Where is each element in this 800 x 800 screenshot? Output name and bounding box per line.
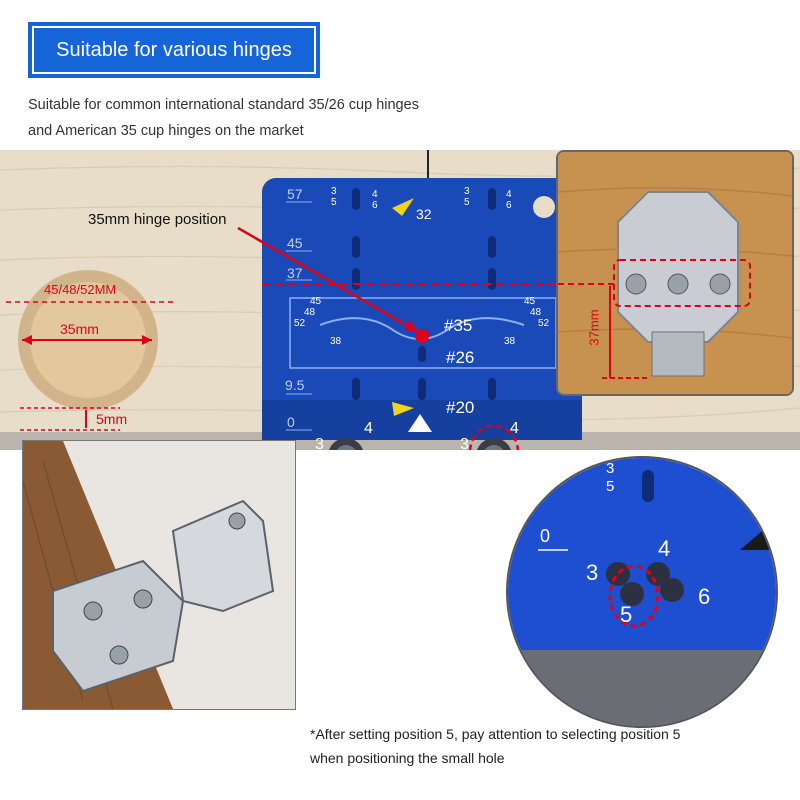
cup-screw-3 [109,645,129,665]
zoom-row-label: 0 [540,526,551,546]
side-mark-52-right: 52 [538,318,550,329]
position-digit-3-left: 3 [315,436,324,453]
hinge-template-plate [262,178,582,440]
fraction-top-left: 3 [331,186,337,197]
intro-line-2: and American 35 cup hinges on the market [28,123,304,139]
zoom-digit-6: 6 [698,584,711,609]
white-triangle-marker [408,414,432,432]
zoom-fraction-top: 3 [606,460,615,477]
hinge-screw-center [667,273,689,295]
template-rule-lines [286,201,312,431]
fraction-alt-bottom-right: 6 [506,200,512,211]
zoom-position-holes [606,562,684,606]
fraction-bottom-right: 5 [464,197,470,208]
row-label-45: 45 [287,235,303,251]
side-mark-48-left: 48 [304,307,316,318]
hinge-position-label: 35mm hinge position [88,211,227,228]
side-mark-38-left: 38 [330,336,342,347]
top-yellow-arrow [392,198,414,216]
zoom-fraction-bottom: 5 [606,478,615,495]
side-mark-52-left: 52 [294,318,306,329]
zoom-digit-4: 4 [658,536,671,561]
side-mark-38-right: 38 [504,336,516,347]
intro-line-1: Suitable for common international standa… [28,97,419,113]
hinge-mount-plate [171,499,275,613]
fraction-alt-bottom-left: 6 [372,200,378,211]
row-label-0: 0 [287,414,295,430]
left-locating-knob [329,438,363,450]
footnote-line-2: when positioning the small hole [310,750,505,766]
banner-title: Suitable for various hinges [56,38,292,61]
hinge-position-pointer [237,226,419,334]
cup-width-left-arrow [22,335,32,345]
footnote: *After setting position 5, pay attention… [310,722,790,770]
hinge-position-arrowhead [404,320,418,332]
center-slot [418,346,426,362]
right-locating-knob [477,438,511,450]
screw-row-highlight [613,259,751,307]
position-digit-4-right: 4 [510,420,519,437]
row-label-9-5: 9.5 [285,377,305,393]
side-mark-45-right: 45 [524,296,536,307]
hinge-center-dot [415,329,429,343]
position-digit-6-left: 6 [393,454,402,471]
cup-label-20: #20 [446,398,475,417]
fraction-alt-top-right: 4 [506,189,512,200]
position-digit-6-right: 6 [540,454,549,471]
installed-hinge-photo [22,440,296,710]
fraction-alt-top-left: 4 [372,189,378,200]
side-mark-45-left: 45 [310,296,322,307]
side-mark-48-right: 48 [530,307,542,318]
fraction-bottom-left: 5 [331,197,337,208]
footnote-line-1: *After setting position 5, pay attention… [310,726,681,742]
cup-label-26: #26 [446,348,475,367]
hinge-plate [617,191,739,343]
hinge-screw-left [625,273,647,295]
fraction-top-right: 3 [464,186,470,197]
row-label-57: 57 [287,186,303,202]
zoom-digit-3: 3 [586,560,599,585]
hinge-closeup-drawing [558,152,792,394]
cup-screw-1 [83,601,103,621]
intro-text: Suitable for common international standa… [28,92,548,144]
mount-screw [228,512,246,530]
template-corner-hole [533,196,555,218]
spacing-label-32: 32 [416,206,432,222]
zoom-lens-drawing [508,458,776,726]
row-label-37: 37 [287,265,303,281]
hinge-closeup-inset: 37mm [556,150,794,396]
left-knob-cap [336,445,356,450]
installed-hinge-drawing [23,441,295,709]
depth-label: 37mm [586,309,602,346]
cup-width-right-arrow [142,335,152,345]
zoom-board-surface [508,650,776,726]
cup-screw-2 [133,589,153,609]
screw-code-label: 45/48/52MM [44,282,117,297]
right-knob-cap [484,445,504,450]
edge-distance-label: 5mm [96,411,128,427]
zoom-slot [642,470,654,502]
position-digit-4-left: 4 [364,420,373,437]
title-banner: Suitable for various hinges [28,22,320,78]
cup-label-35: #35 [444,316,473,335]
hinge-screw-right [709,273,731,295]
zoom-digit-5: 5 [620,602,633,627]
position-digit-3-right: 3 [460,436,469,453]
position-zoom-lens: 0 3 5 3 4 5 6 [506,456,778,728]
hinge-arm [651,331,705,377]
banner-frame: Suitable for various hinges [32,26,316,74]
lower-yellow-arrow [392,402,414,416]
position-5-highlight [608,564,660,628]
cup-width-label: 35mm [60,321,99,337]
